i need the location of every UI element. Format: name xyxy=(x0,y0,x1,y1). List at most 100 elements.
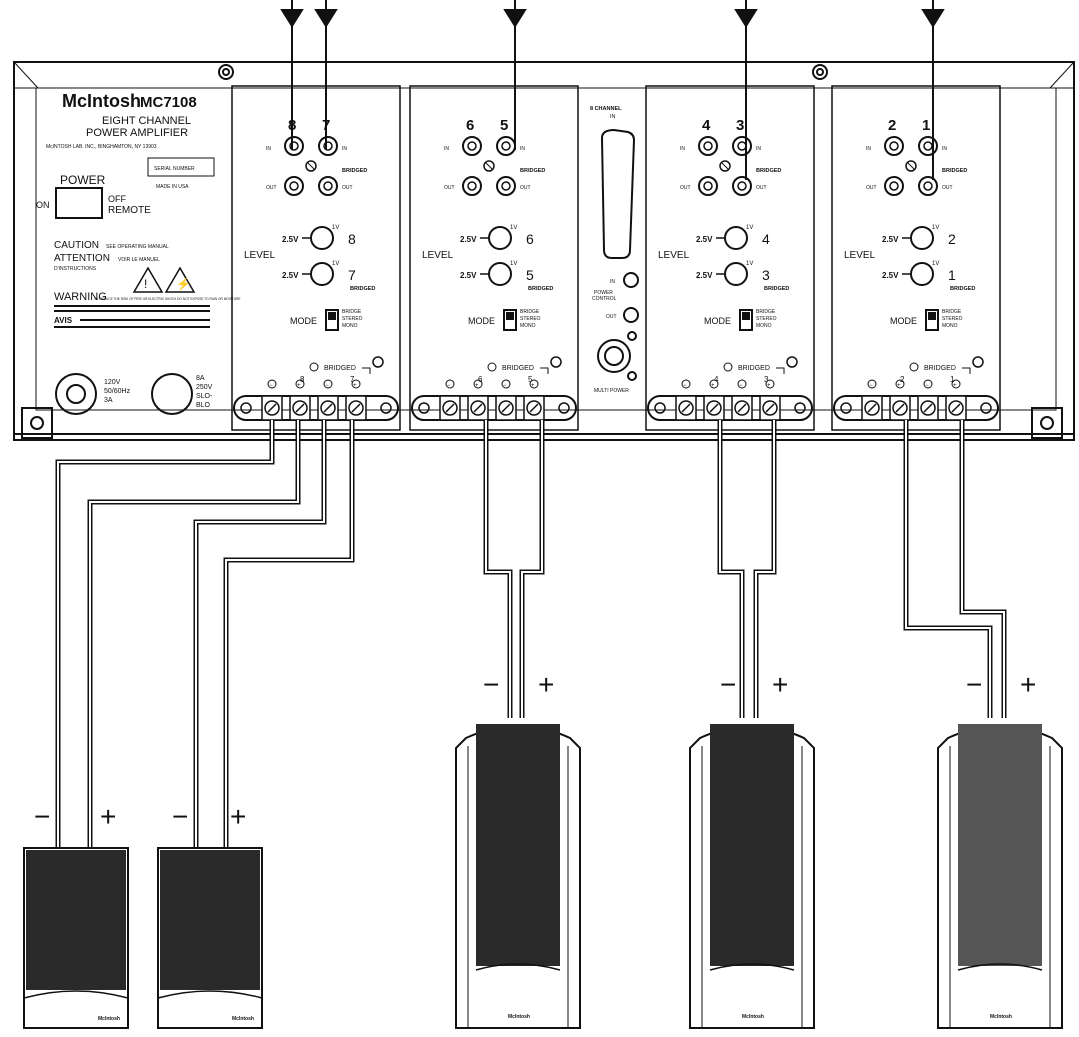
terminal-minus: − xyxy=(447,383,451,389)
speaker-wire xyxy=(959,420,1007,718)
terminal-minus: − xyxy=(869,383,873,389)
multichannel-connector[interactable] xyxy=(600,128,636,259)
level-label: LEVEL xyxy=(422,250,454,261)
power-control-in-jack[interactable] xyxy=(623,272,639,288)
mode-label: MODE xyxy=(704,316,731,326)
input-jack-6[interactable] xyxy=(462,136,482,156)
speaker-terminal[interactable]: − xyxy=(917,379,939,421)
terminal-minus: − xyxy=(683,383,687,389)
speaker-terminal[interactable]: + xyxy=(703,379,725,421)
terminal-plus: + xyxy=(767,383,771,389)
speaker-wire xyxy=(223,420,355,848)
svg-text:!: ! xyxy=(144,277,147,291)
output-jack-2[interactable] xyxy=(884,176,904,196)
terminal-minus: − xyxy=(503,383,507,389)
in-label-right: IN xyxy=(756,146,761,152)
mode-option-stereo: STEREO xyxy=(342,316,363,322)
level-max-label: 1V xyxy=(746,225,753,231)
power-control-in-label: IN xyxy=(610,279,615,285)
out-label-right: OUT xyxy=(520,185,531,191)
speaker-terminal[interactable]: + xyxy=(289,379,311,421)
speaker-minus-label: − xyxy=(172,801,188,832)
speaker-terminal[interactable]: − xyxy=(495,379,517,421)
svg-text:⚡: ⚡ xyxy=(176,277,191,291)
speaker-terminal[interactable]: + xyxy=(759,379,781,421)
channel-number-3: 3 xyxy=(736,117,744,134)
level-min-label: 2.5V xyxy=(282,271,299,280)
input-jack-4[interactable] xyxy=(698,136,718,156)
speaker-terminal[interactable]: − xyxy=(439,379,461,421)
out-label-right: OUT xyxy=(942,185,953,191)
speaker-terminal[interactable]: + xyxy=(945,379,967,421)
speaker-5: −+McIntosh xyxy=(937,669,1063,1029)
ac-frequency: 50/60Hz xyxy=(104,388,131,395)
bridged-label-in: BRIDGED xyxy=(942,168,967,174)
speaker-wire xyxy=(483,420,513,718)
output-jack-6[interactable] xyxy=(462,176,482,196)
terminal-minus: − xyxy=(325,383,329,389)
speaker-terminal[interactable]: − xyxy=(675,379,697,421)
input-jack-5[interactable] xyxy=(496,136,516,156)
output-jack-7[interactable] xyxy=(318,176,338,196)
speaker-terminal[interactable]: − xyxy=(861,379,883,421)
mode-option-stereo: STEREO xyxy=(520,316,541,322)
speaker-badge: McIntosh xyxy=(990,1014,1012,1020)
multichannel-input-sub: IN xyxy=(610,114,616,120)
input-arrow-3 xyxy=(734,0,758,180)
serial-plate xyxy=(147,157,215,177)
speaker-terminal[interactable]: + xyxy=(523,379,545,421)
power-switch[interactable] xyxy=(55,187,103,219)
terminal-channel-6: 6 xyxy=(478,375,483,384)
level-min-label: 2.5V xyxy=(282,235,299,244)
speaker-terminal[interactable]: + xyxy=(889,379,911,421)
input-jack-2[interactable] xyxy=(884,136,904,156)
speaker-wire xyxy=(753,420,777,718)
speaker-terminal[interactable]: − xyxy=(261,379,283,421)
speaker-terminal[interactable]: + xyxy=(345,379,367,421)
mode-label: MODE xyxy=(890,316,917,326)
terminal-minus: − xyxy=(925,383,929,389)
output-jack-8[interactable] xyxy=(284,176,304,196)
jack-link-screw xyxy=(305,160,317,172)
input-jack-7[interactable] xyxy=(318,136,338,156)
level-max-label: 1V xyxy=(932,225,939,231)
speaker-terminal[interactable]: + xyxy=(467,379,489,421)
attention-label: ATTENTION xyxy=(54,253,110,264)
output-jack-4[interactable] xyxy=(698,176,718,196)
jack-link-screw xyxy=(905,160,917,172)
fuse-holder[interactable] xyxy=(151,373,193,415)
level-max-label: 1V xyxy=(932,261,939,267)
input-jack-3[interactable] xyxy=(732,136,752,156)
speaker-minus-label: − xyxy=(483,669,499,700)
level-min-label: 2.5V xyxy=(696,271,713,280)
input-jack-1[interactable] xyxy=(918,136,938,156)
speaker-terminal[interactable]: − xyxy=(731,379,753,421)
multi-power-connector[interactable] xyxy=(597,331,637,381)
mount-hole-left xyxy=(21,407,53,439)
in-label-left: IN xyxy=(680,146,685,152)
power-control-out-jack[interactable] xyxy=(623,307,639,323)
in-label-left: IN xyxy=(444,146,449,152)
input-jack-8[interactable] xyxy=(284,136,304,156)
output-jack-1[interactable] xyxy=(918,176,938,196)
avis-fine-lines xyxy=(54,319,210,328)
speaker-terminal[interactable]: − xyxy=(317,379,339,421)
output-jack-3[interactable] xyxy=(732,176,752,196)
output-jack-5[interactable] xyxy=(496,176,516,196)
bridged-label-terminal: BRIDGED xyxy=(502,365,534,372)
